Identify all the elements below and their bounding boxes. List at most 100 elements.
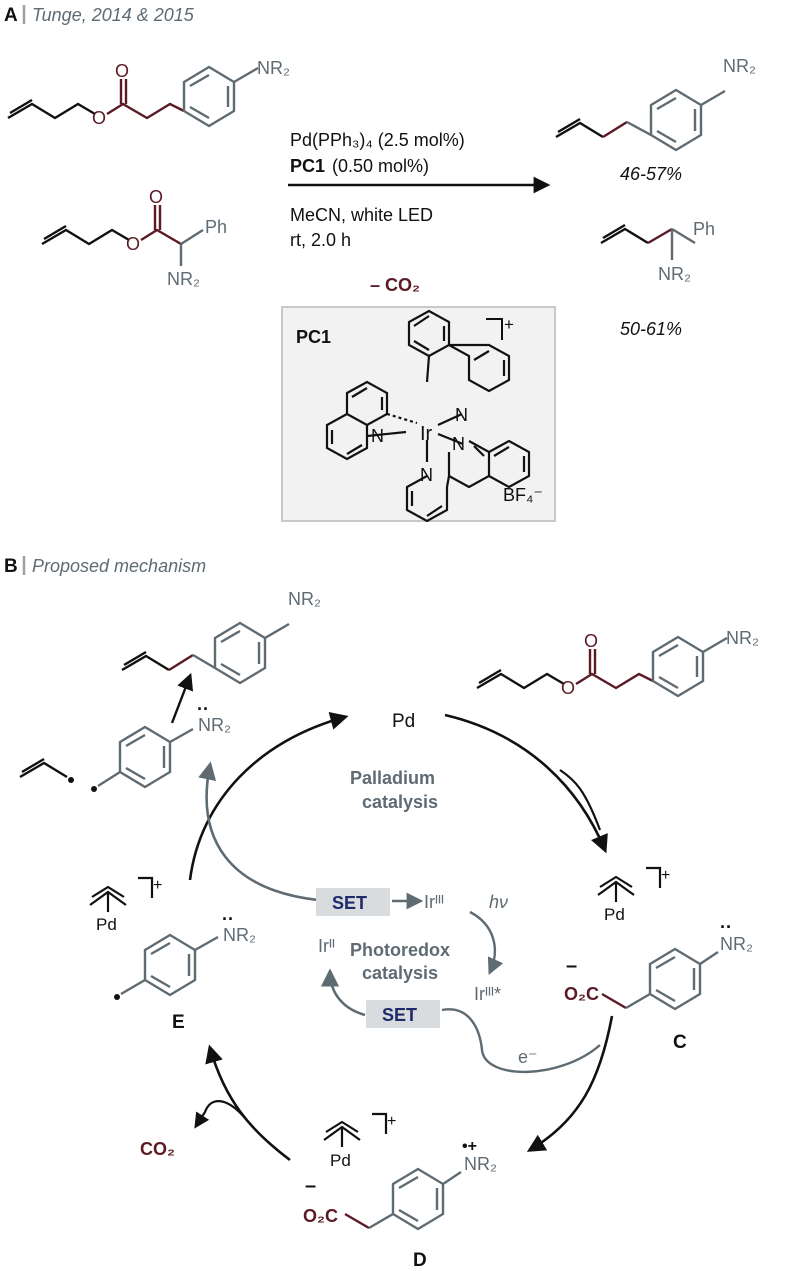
- radical-nr2: NR₂: [198, 715, 231, 735]
- cycle-substrate: [476, 635, 728, 698]
- allyl-pd-bottom-pd: Pd: [330, 1151, 351, 1170]
- cycle-substrate-nr2: NR₂: [726, 628, 759, 648]
- cycle-product: [121, 621, 290, 685]
- electron-transfer-curve: [441, 1008, 601, 1074]
- d-minus: –: [305, 1175, 316, 1197]
- product-2: [600, 223, 696, 260]
- substrate-entry-curve: [559, 769, 602, 831]
- radical-pair: [19, 672, 194, 789]
- cycle-product-nr2: NR₂: [288, 589, 321, 609]
- ir-iii-star: Irᴵᴵᴵ*: [474, 984, 501, 1004]
- cycle-substrate-carbonyl-o: O: [584, 631, 598, 651]
- set-top: SET: [332, 893, 367, 913]
- label-e: E: [172, 1012, 185, 1033]
- substrate-1-carbonyl-o: O: [115, 61, 129, 81]
- reagent-text: Pd(PPh₃)₄ (2.5 mol%): [290, 130, 465, 150]
- pc1-n-right: N: [452, 434, 465, 454]
- product-2-nr2: NR₂: [658, 264, 691, 284]
- intermediate-e: [120, 933, 219, 997]
- pd-cycle-arrow-left: [188, 712, 349, 881]
- label-c: C: [673, 1032, 687, 1053]
- co2-loss-arrow: [194, 1100, 246, 1129]
- pc1-ir: Ir: [420, 423, 433, 445]
- byproduct-co2: – CO₂: [370, 275, 420, 295]
- substrate-1-ester-o: O: [92, 108, 106, 128]
- substrate-2-ester-o: O: [126, 234, 140, 254]
- co2-released: CO₂: [140, 1139, 175, 1159]
- d-carboxylate: O₂C: [303, 1206, 338, 1226]
- pc1-label: PC1: [296, 327, 331, 347]
- hv-label: hν: [489, 892, 508, 912]
- pc1-bracket: [486, 318, 503, 340]
- e-nr2: NR₂: [223, 925, 256, 945]
- substrate-2-ph: Ph: [205, 217, 227, 237]
- aryl-radical-dot: [91, 786, 97, 792]
- substrate-1-nr2: NR₂: [257, 58, 290, 78]
- d-to-e-arrow: [205, 1044, 291, 1162]
- allyl-radical-dot: [68, 777, 74, 783]
- catalyst-loading-text: (0.50 mol%): [332, 156, 429, 176]
- solvent-text: MeCN, white LED: [290, 205, 433, 225]
- pc1-n-bottom: N: [420, 465, 433, 485]
- pc1-n-top: N: [455, 405, 468, 425]
- pc1-counterion: BF₄⁻: [503, 485, 543, 505]
- substrate-1: [7, 65, 259, 128]
- allyl-pd-right-charge: +: [661, 867, 670, 884]
- time-text: rt, 2.0 h: [290, 230, 351, 250]
- product-1: [555, 88, 726, 152]
- section-b-header: B Proposed mechanism: [4, 556, 206, 577]
- intermediate-c: [601, 947, 719, 1011]
- electron-label: e⁻: [518, 1047, 538, 1067]
- section-a-letter: A: [4, 5, 18, 26]
- d-radical-cation: •+: [462, 1138, 477, 1155]
- section-b-title: Proposed mechanism: [32, 556, 206, 576]
- allyl-pd-left: [89, 876, 154, 912]
- allyl-pd-left-charge: +: [153, 877, 162, 894]
- pc1-charge: +: [504, 315, 514, 334]
- section-b-letter: B: [4, 556, 18, 577]
- set-to-irii-arrow: [320, 968, 366, 1017]
- pd-cycle-line2: catalysis: [362, 792, 438, 812]
- catalyst-bold-text: PC1: [290, 156, 325, 176]
- set-bottom: SET: [382, 1005, 417, 1025]
- set-box-bottom: [366, 1000, 440, 1028]
- section-a-title: Tunge, 2014 & 2015: [32, 5, 195, 25]
- allyl-pd-right: [597, 866, 662, 902]
- e-radical-dot: [114, 994, 120, 1000]
- pc1-structure: [325, 309, 531, 523]
- c-lone-pair: ··: [720, 917, 732, 937]
- pd-center: Pd: [392, 711, 415, 732]
- allyl-pd-left-pd: Pd: [96, 915, 117, 934]
- photo-cycle-line2: catalysis: [362, 963, 438, 983]
- product-1-nr2: NR₂: [723, 56, 756, 76]
- d-nr2: NR₂: [464, 1154, 497, 1174]
- pc1-n-left: N: [371, 426, 384, 446]
- set-to-radical-arrow: [198, 761, 319, 902]
- photo-cycle-line1: Photoredox: [350, 940, 450, 960]
- e-lone-pair: ··: [222, 909, 234, 929]
- section-a-header: A Tunge, 2014 & 2015: [4, 5, 195, 26]
- product-2-ph: Ph: [693, 219, 715, 239]
- c-minus: –: [566, 955, 577, 977]
- substrate-2: [41, 205, 204, 266]
- substrate-2-nr2: NR₂: [167, 269, 200, 289]
- c-nr2: NR₂: [720, 934, 753, 954]
- label-d: D: [413, 1250, 427, 1271]
- yield-1: 46-57%: [620, 164, 682, 184]
- set-box-top: [316, 888, 390, 916]
- ir-iii: Irᴵᴵᴵ: [424, 892, 444, 912]
- radical-lone-pair: ··: [197, 699, 209, 719]
- allyl-pd-bottom: [323, 1112, 388, 1147]
- c-to-d-arrow: [526, 1015, 614, 1152]
- intermediate-d: [344, 1167, 462, 1231]
- allyl-pd-bottom-charge: +: [387, 1113, 396, 1130]
- cycle-substrate-ester-o: O: [561, 678, 575, 698]
- allyl-pd-right-pd: Pd: [604, 905, 625, 924]
- yield-2: 50-61%: [620, 319, 682, 339]
- ir-ii: Irᴵᴵ: [318, 936, 335, 956]
- substrate-2-carbonyl-o: O: [149, 187, 163, 207]
- c-carboxylate: O₂C: [564, 984, 599, 1004]
- excitation-arrow: [469, 910, 504, 976]
- pd-cycle-arrow-right: [444, 713, 608, 854]
